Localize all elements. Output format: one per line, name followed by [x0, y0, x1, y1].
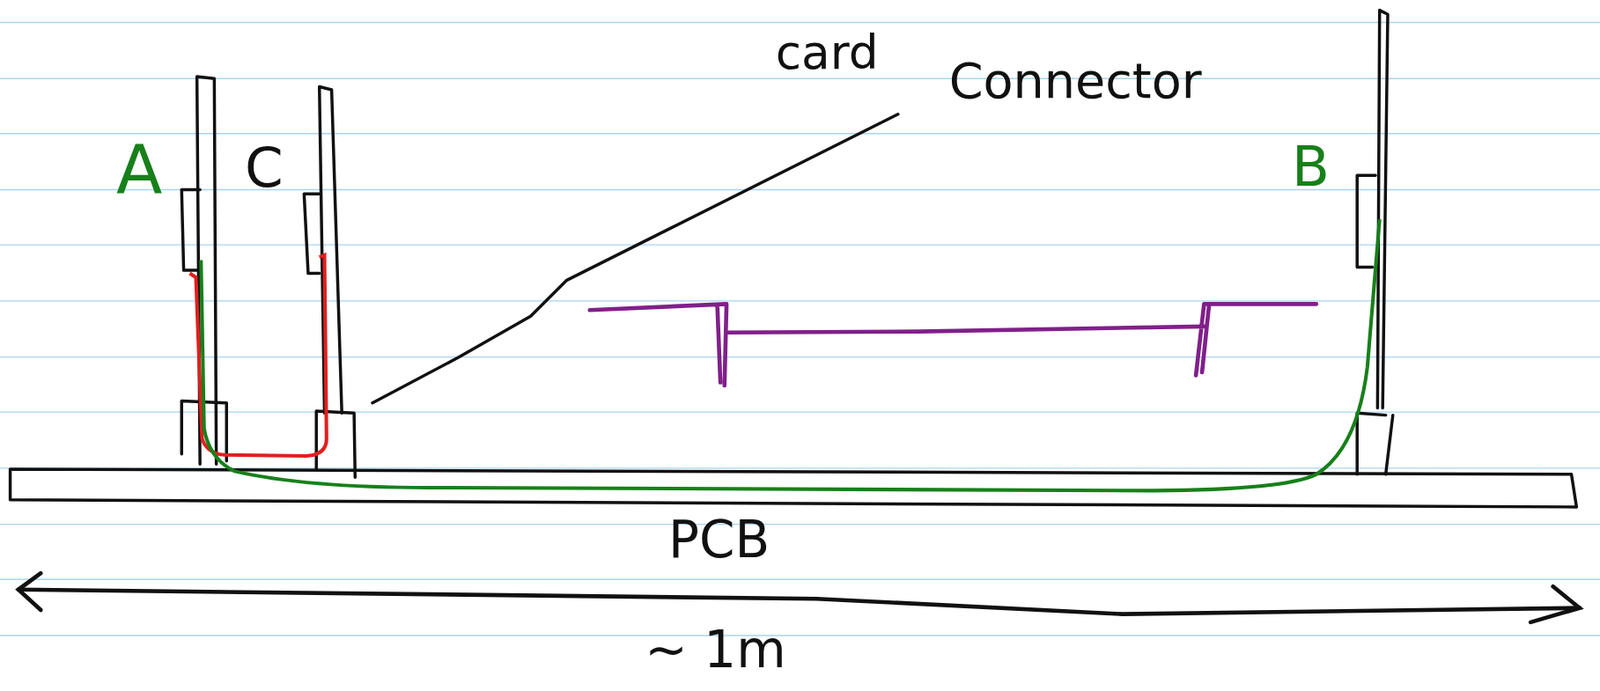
green-trace	[200, 219, 1379, 491]
sketch-label: PCB	[668, 514, 770, 566]
card-c-socket	[316, 411, 355, 478]
sketch-label: Connector	[949, 56, 1202, 106]
connector-leader	[372, 114, 899, 404]
purple-trace	[589, 303, 1317, 386]
notebook-lines	[0, 22, 1600, 635]
sketch-label: A	[116, 136, 163, 204]
dimension-arrow	[18, 573, 1580, 623]
sketch-label: C	[244, 140, 284, 197]
sketch-label: B	[1291, 140, 1330, 196]
card-a-bracket	[181, 190, 200, 272]
red-trace	[190, 255, 327, 457]
card-b	[1377, 10, 1388, 409]
card-c	[319, 86, 342, 413]
card-c-bracket	[303, 193, 319, 273]
sketch-label: ~ 1m	[644, 624, 786, 676]
sketch-label: card	[775, 28, 879, 75]
card-b-socket	[1356, 412, 1394, 475]
card-b-bracket	[1356, 175, 1376, 267]
